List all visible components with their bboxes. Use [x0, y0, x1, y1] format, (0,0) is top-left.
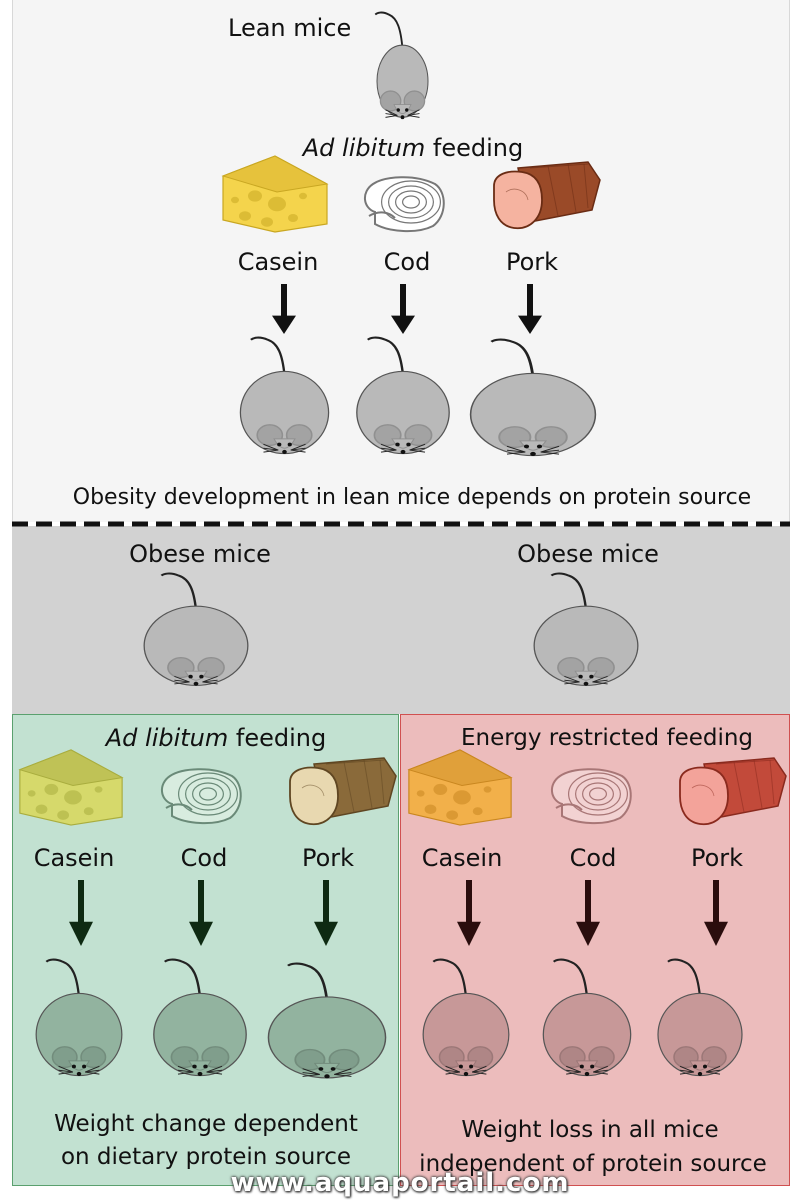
left-diet-label-casein: Casein — [33, 844, 115, 872]
mouse-icon — [232, 336, 337, 476]
mouse-icon — [468, 338, 598, 478]
left-feeding-rest: feeding — [228, 724, 327, 752]
feeding-rest: feeding — [425, 134, 524, 162]
left-feeding-italic: Ad libitum — [105, 724, 229, 752]
left-conclusion-line1: Weight change dependent — [54, 1111, 358, 1137]
down-arrow-icon — [516, 284, 544, 334]
left-feeding-label: Ad libitum feeding — [106, 724, 327, 752]
down-arrow-icon — [270, 284, 298, 334]
lean-mice-label: Lean mice — [228, 14, 352, 42]
diet-label-casein: Casein — [237, 248, 319, 276]
diet-label-cod: Cod — [383, 248, 431, 276]
mouse-icon — [142, 572, 250, 707]
feeding-italic: Ad libitum — [302, 134, 426, 162]
mouse-icon — [348, 336, 458, 476]
middle-section — [12, 526, 790, 714]
pork-icon — [488, 156, 603, 236]
left-diet-label-pork: Pork — [301, 844, 355, 872]
cheese-icon — [215, 150, 335, 235]
right-diet-label-casein: Casein — [421, 844, 503, 872]
left-diet-label-cod: Cod — [180, 844, 228, 872]
right-diet-label-pork: Pork — [690, 844, 744, 872]
cheese-icon — [401, 744, 519, 828]
fish-icon — [152, 764, 247, 826]
down-arrow-icon — [574, 880, 602, 946]
mouse-icon — [650, 958, 750, 1098]
down-arrow-icon — [312, 880, 340, 946]
fish-icon — [542, 764, 637, 826]
right-conclusion-line1: Weight loss in all mice — [461, 1117, 719, 1143]
down-arrow-icon — [455, 880, 483, 946]
mouse-icon — [532, 572, 640, 707]
obese-mice-label-right: Obese mice — [517, 540, 659, 568]
fish-icon — [355, 172, 450, 234]
pork-icon — [284, 752, 399, 832]
cheese-icon — [12, 744, 130, 828]
left-conclusion-line2: on dietary protein source — [60, 1144, 352, 1170]
mouse-icon — [145, 958, 255, 1098]
down-arrow-icon — [702, 880, 730, 946]
down-arrow-icon — [389, 284, 417, 334]
right-conclusion-line2: independent of protein source — [419, 1151, 767, 1177]
right-feeding-label: Energy restricted feeding — [460, 725, 754, 751]
dashed-divider — [12, 521, 790, 527]
down-arrow-icon — [187, 880, 215, 946]
mouse-icon — [28, 958, 130, 1098]
pork-icon — [674, 752, 789, 832]
obese-mice-label-left: Obese mice — [129, 540, 271, 568]
mouse-icon — [360, 2, 445, 137]
mouse-icon — [415, 958, 517, 1098]
mouse-icon — [535, 958, 639, 1098]
feeding-label: Ad libitum feeding — [303, 134, 524, 162]
down-arrow-icon — [67, 880, 95, 946]
watermark: www.aquaportail.com — [230, 1168, 570, 1198]
right-diet-label-cod: Cod — [569, 844, 617, 872]
top-conclusion: Obesity development in lean mice depends… — [72, 485, 752, 510]
mouse-icon — [266, 962, 388, 1100]
diet-label-pork: Pork — [505, 248, 559, 276]
